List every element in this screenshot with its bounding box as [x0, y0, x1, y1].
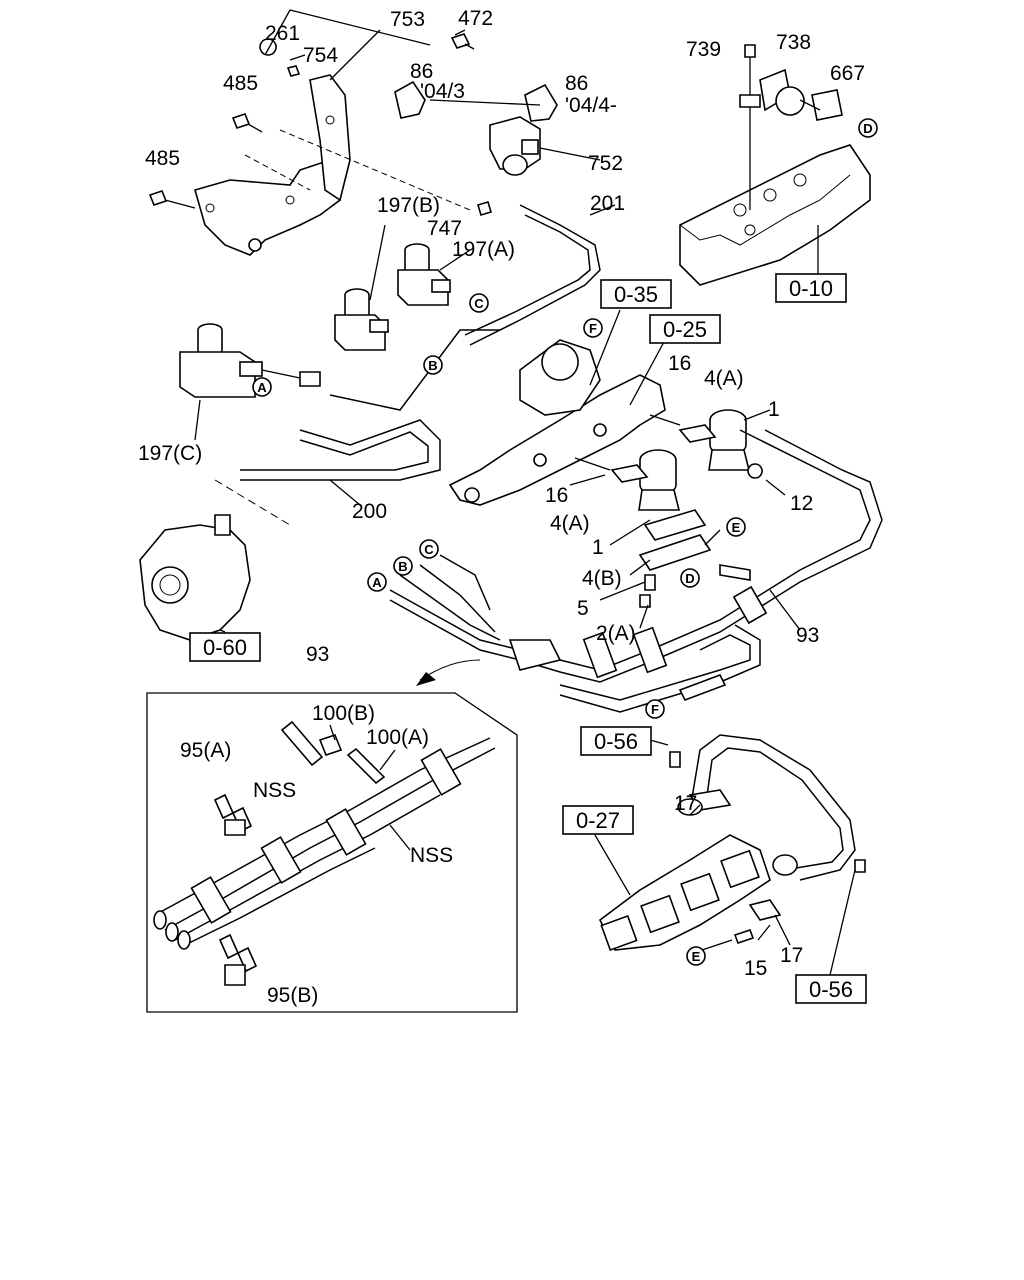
- label-752: 752: [588, 152, 623, 175]
- label-2a: 2(A): [596, 622, 636, 645]
- label-197a: 197(A): [452, 238, 515, 261]
- ref-box-0-56-bottom: 0-56: [795, 974, 867, 1004]
- label-16-mid: 16: [545, 484, 568, 507]
- label-93-right: 93: [796, 624, 819, 647]
- connector-f-2: F: [645, 699, 665, 719]
- label-4b: 4(B): [582, 567, 622, 590]
- svg-text:E: E: [692, 949, 701, 964]
- label-5: 5: [577, 597, 589, 620]
- label-485-top: 485: [223, 72, 258, 95]
- svg-text:D: D: [863, 121, 872, 136]
- bracket-assembly: [148, 9, 601, 256]
- svg-text:C: C: [424, 542, 434, 557]
- svg-text:E: E: [732, 520, 741, 535]
- label-16-top: 16: [668, 352, 691, 375]
- label-100b: 100(B): [312, 702, 375, 725]
- connector-e-2: E: [686, 946, 706, 966]
- svg-text:0-56: 0-56: [594, 729, 638, 754]
- label-17-bottom: 17: [780, 944, 803, 967]
- label-100a: 100(A): [366, 726, 429, 749]
- svg-text:B: B: [428, 358, 437, 373]
- connector-f-1: F: [583, 318, 603, 338]
- manifold-top-right: [679, 44, 871, 286]
- svg-text:C: C: [474, 296, 484, 311]
- label-747: 747: [427, 217, 462, 240]
- label-1-top: 1: [768, 398, 780, 421]
- ref-box-0-56-top: 0-56: [580, 726, 652, 756]
- svg-text:D: D: [685, 571, 694, 586]
- label-261: 261: [265, 22, 300, 45]
- connector-e-1: E: [726, 517, 746, 537]
- label-12: 12: [790, 492, 813, 515]
- svg-text:0-10: 0-10: [789, 276, 833, 301]
- vsv-197a: [397, 243, 471, 306]
- svg-text:0-35: 0-35: [614, 282, 658, 307]
- label-753: 753: [390, 8, 425, 31]
- ref-box-0-35: 0-35: [600, 279, 672, 309]
- ref-box-0-25: 0-25: [649, 314, 721, 344]
- label-17-top: 17: [674, 792, 697, 815]
- label-93-inset: 93: [306, 643, 329, 666]
- label-197c: 197(C): [138, 442, 202, 465]
- turbocharger: [139, 479, 291, 641]
- svg-text:F: F: [651, 702, 659, 717]
- connector-d-2: D: [680, 568, 700, 588]
- label-738: 738: [776, 31, 811, 54]
- connector-markers: A B C D F E D A B C F E: [252, 118, 878, 966]
- svg-text:0-25: 0-25: [663, 317, 707, 342]
- svg-text:0-60: 0-60: [203, 635, 247, 660]
- svg-text:A: A: [372, 575, 382, 590]
- label-95a: 95(A): [180, 739, 231, 762]
- ref-box-0-10: 0-10: [775, 273, 847, 303]
- label-86-b: 86: [565, 72, 588, 95]
- label-667: 667: [830, 62, 865, 85]
- vsv-197b: [334, 224, 389, 351]
- connector-a-2: A: [367, 572, 387, 592]
- vsv-197c: [179, 323, 321, 441]
- svg-text:B: B: [398, 559, 407, 574]
- svg-text:0-56: 0-56: [809, 977, 853, 1002]
- label-95b: 95(B): [267, 984, 318, 1007]
- label-1-mid: 1: [592, 536, 604, 559]
- label-201: 201: [590, 192, 625, 215]
- egr-valve-lower: [569, 449, 681, 511]
- ref-box-0-60: 0-60: [189, 632, 261, 662]
- connector-d-1: D: [858, 118, 878, 138]
- connector-b-2: B: [393, 556, 413, 576]
- label-485-left: 485: [145, 147, 180, 170]
- connector-a-1: A: [252, 377, 272, 397]
- label-15: 15: [744, 957, 767, 980]
- label-nss-1: NSS: [253, 779, 296, 802]
- part-labels: 261 753 472 754 485 485 86 '04/3 86 '04/…: [138, 7, 865, 1007]
- inset-detail-box: [146, 692, 518, 1013]
- label-754: 754: [303, 44, 338, 67]
- label-200: 200: [352, 500, 387, 523]
- label-739: 739: [686, 38, 721, 61]
- label-86-b-date: '04/4-: [565, 94, 617, 117]
- label-197b: 197(B): [377, 194, 440, 217]
- exhaust-manifold-027: [594, 734, 866, 976]
- label-86-a-date: '04/3: [420, 80, 465, 103]
- ref-box-0-27: 0-27: [562, 805, 634, 835]
- egr-valve-upper: [649, 409, 786, 496]
- label-nss-2: NSS: [410, 844, 453, 867]
- egr-manifold: [448, 309, 666, 506]
- pipe-harness-93: [389, 429, 883, 713]
- egr-adapter: [599, 509, 751, 629]
- svg-text:0-27: 0-27: [576, 808, 620, 833]
- hose-201: [464, 204, 616, 346]
- label-4a-top: 4(A): [704, 367, 744, 390]
- label-86-a: 86: [410, 60, 433, 83]
- connector-c-1: C: [469, 293, 489, 313]
- svg-text:A: A: [257, 380, 267, 395]
- label-472: 472: [458, 7, 493, 30]
- connector-b-1: B: [423, 355, 443, 375]
- connector-c-2: C: [419, 539, 439, 559]
- reference-boxes: 0-35 0-25 0-10 0-60 0-56 0-27 0-56: [189, 273, 867, 1004]
- svg-text:F: F: [589, 321, 597, 336]
- label-4a-mid: 4(A): [550, 512, 590, 535]
